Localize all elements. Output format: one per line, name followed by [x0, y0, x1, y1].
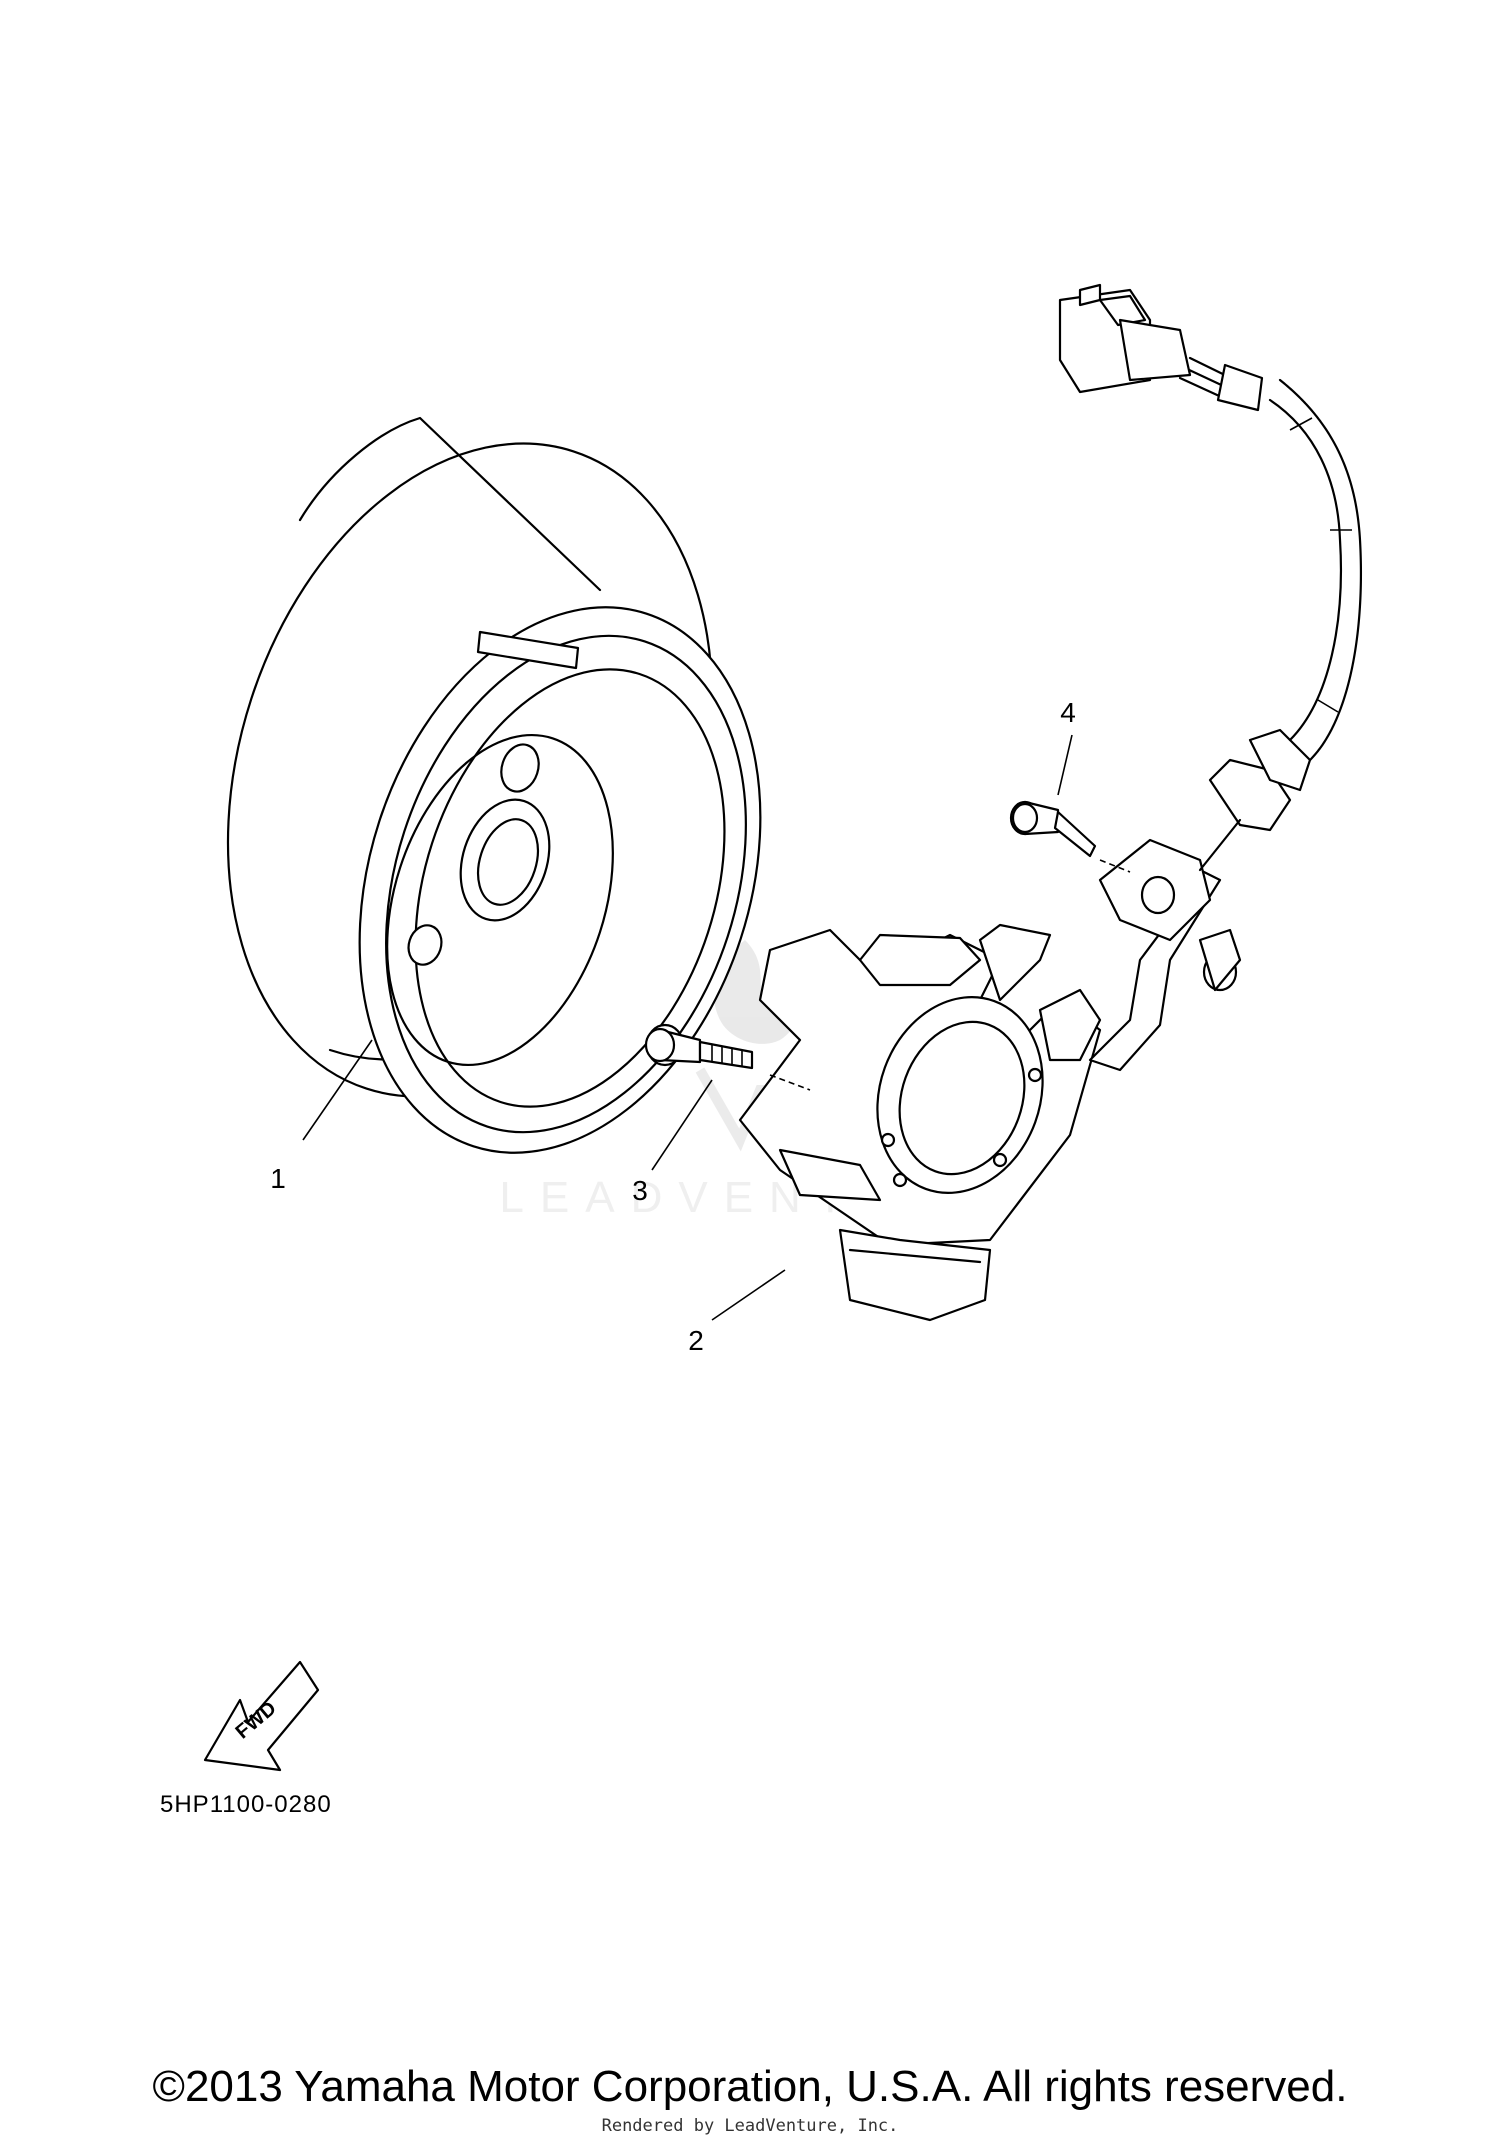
diagram-code: 5HP1100-0280 [160, 1791, 332, 1818]
wire-harness [1058, 283, 1363, 872]
part-label-1[interactable]: 1 [270, 1163, 286, 1194]
bolt-4-part[interactable] [1009, 734, 1131, 873]
part-label-4[interactable]: 4 [1060, 697, 1076, 728]
part-label-3[interactable]: 3 [632, 1175, 648, 1206]
part-label-2[interactable]: 2 [688, 1325, 704, 1356]
bolt-3-part[interactable] [644, 1023, 811, 1171]
stator-part[interactable] [711, 838, 1242, 1322]
rendered-by-credit: Rendered by LeadVenture, Inc. [601, 2116, 899, 2136]
forward-arrow-icon: FWD [203, 1660, 320, 1772]
copyright-notice: ©2013 Yamaha Motor Corporation, U.S.A. A… [152, 2062, 1348, 2111]
rotor-part[interactable] [148, 380, 827, 1205]
